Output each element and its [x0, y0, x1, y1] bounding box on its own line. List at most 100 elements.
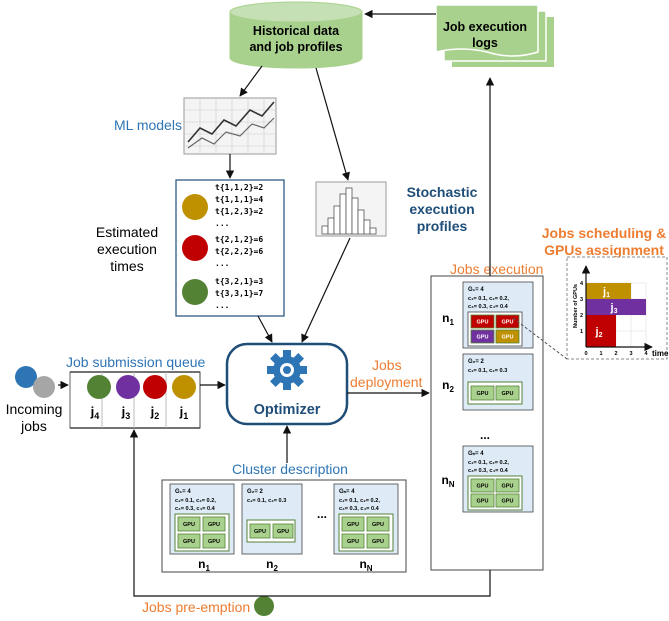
exec-node-2-g: G₂= 2	[468, 359, 485, 365]
exec-node-3-c1: c₁= 0.1, c₂= 0.2,	[468, 460, 509, 466]
optimizer-box: Optimizer	[225, 342, 349, 426]
exec-time-3-2: t{3,3,1}=7	[215, 289, 263, 298]
gantt-bar-j1	[586, 283, 631, 299]
cluster-gpu-3-2-label: GPU	[372, 522, 384, 528]
cluster-gpu-1-1-label: GPU	[183, 522, 195, 528]
gantt-xtick-4: 4	[644, 351, 648, 357]
cluster-gpu-2-1-label: GPU	[254, 529, 266, 535]
arrow-db-to-stochastic	[315, 67, 350, 181]
cluster-node-3-c1: c₁= 0.1, c₂= 0.2,	[339, 498, 380, 504]
cluster-node-3-g: Gₙ= 4	[339, 489, 355, 495]
execution-box: G₁= 4c₁= 0.1, c₂= 0.2,c₃= 0.3, c₄= 0.4n1…	[430, 275, 544, 571]
exec-gpu-3-2	[495, 478, 520, 493]
cluster-gpu-1-2	[202, 516, 226, 532]
historical-data-db: Historical data and job profiles	[229, 1, 363, 69]
incoming-job-gray	[33, 376, 55, 398]
arrow-db-to-ml	[239, 65, 263, 97]
exec-gpu-3-3-label: GPU	[477, 499, 489, 505]
job-execution-logs: Job execution logs	[435, 4, 554, 67]
job3-circle	[182, 279, 208, 305]
stochastic-profiles-label: Stochastic execution profiles	[407, 184, 478, 234]
cluster-gpu-2-1	[249, 523, 271, 539]
cluster-gpu-2-2-label: GPU	[277, 529, 289, 535]
cluster-node-1-c2: c₃= 0.3, c₄= 0.4	[175, 506, 216, 512]
cluster-gpu-3-1-label: GPU	[347, 522, 359, 528]
queue-job-1: j1	[172, 375, 196, 421]
gantt-bar-j2	[586, 315, 616, 347]
svg-text:j4: j4	[90, 404, 100, 421]
cluster-node-2-name: n2	[266, 557, 278, 573]
queue-job-2: j2	[143, 375, 167, 421]
exec-gpu-3-1-label: GPU	[477, 484, 489, 490]
exec-gpu-1-4-label: GPU	[502, 335, 514, 341]
cluster-gpu-1-3-label: GPU	[183, 539, 195, 545]
gantt-xtick-1: 1	[599, 351, 602, 357]
preemption-label: Jobs pre-emption	[142, 599, 250, 615]
gantt-bar-j2-label: j2	[595, 326, 603, 339]
exec-gpu-1-3-label: GPU	[477, 335, 489, 341]
exec-gpu-2-2-label: GPU	[502, 391, 514, 397]
exec-time-1-4: ...	[215, 219, 229, 228]
exec-node-3-name: nN	[441, 473, 454, 489]
line-chart-icon	[183, 97, 277, 155]
cluster-title: Cluster description	[232, 461, 348, 477]
incoming-jobs: Incoming jobs	[6, 366, 63, 434]
gantt-bar-j3	[586, 299, 646, 315]
exec-gpu-1-2-label: GPU	[502, 320, 514, 326]
historical-db-line2: and job profiles	[249, 40, 342, 54]
cluster-gpu-3-1	[341, 516, 365, 532]
exec-time-2-2: t{2,2,2}=6	[215, 247, 263, 256]
estimated-times-label: Estimated execution times	[96, 224, 158, 274]
queue-job-3: j3	[116, 375, 140, 421]
arrow-times-to-optimizer	[257, 315, 273, 343]
gantt-bar-j1-label: j1	[602, 286, 610, 299]
estimated-line1: Estimated	[96, 224, 158, 240]
exec-time-2-3: ...	[215, 259, 229, 268]
estimated-line3: times	[110, 258, 143, 274]
incoming-line1: Incoming	[6, 401, 63, 417]
cluster-gpu-3-4-label: GPU	[372, 539, 384, 545]
cluster-node-2-c1: c₁= 0.1, c₂= 0.3	[247, 498, 286, 504]
cluster-gpu-3-2	[366, 516, 390, 532]
exec-node-1-c1: c₁= 0.1, c₂= 0.2,	[468, 296, 509, 302]
cluster-node-3-name: nN	[359, 557, 372, 573]
job-logs-line2: logs	[472, 36, 498, 50]
gantt-ytick-4: 4	[580, 281, 584, 287]
arrow-stochastic-to-optimizer	[301, 237, 351, 343]
incoming-line2: jobs	[20, 418, 47, 434]
scheduling-line2: GPUs assignment	[544, 242, 664, 258]
cluster-gpu-3-3-label: GPU	[347, 539, 359, 545]
gantt-xtick-2: 2	[614, 351, 617, 357]
exec-time-1-3: t{1,2,3}=2	[215, 207, 263, 216]
exec-gpu-3-3	[470, 493, 495, 508]
exec-node-1-name: n1	[442, 311, 454, 327]
cluster-gpu-1-3	[177, 533, 201, 549]
gantt-xtick-0: 0	[584, 351, 587, 357]
job1-circle	[182, 194, 208, 220]
svg-text:j2: j2	[150, 404, 160, 421]
exec-time-1-2: t{1,1,1}=4	[215, 195, 263, 204]
ml-models-label: ML models	[114, 117, 182, 133]
exec-gpu-3-4-label: GPU	[502, 499, 514, 505]
gantt-ylabel: Number of GPUs	[573, 284, 579, 328]
job2-circle	[182, 235, 208, 261]
histogram-icon	[315, 181, 387, 237]
svg-text:j3: j3	[121, 404, 131, 421]
historical-db-line1: Historical data	[253, 24, 340, 38]
stochastic-line1: Stochastic	[407, 184, 478, 200]
gantt-ytick-2: 2	[580, 313, 583, 319]
exec-gpu-1-3	[470, 329, 495, 344]
gantt-ytick-3: 3	[580, 297, 583, 303]
job-queue: j4 j3 j2 j1	[69, 371, 201, 429]
cluster-node-1-c1: c₁= 0.1, c₂= 0.2,	[175, 498, 216, 504]
execution-dots: ...	[480, 428, 490, 442]
execution-times-box: t{1,1,2}=2 t{1,1,1}=4 t{1,2,3}=2 ... t{2…	[175, 179, 285, 317]
exec-gpu-2-2	[495, 385, 520, 401]
exec-node-2-c1: c₁= 0.1, c₂= 0.3	[468, 368, 507, 374]
exec-gpu-2-1-label: GPU	[477, 391, 489, 397]
execution-title: Jobs execution	[450, 261, 543, 277]
queue-title: Job submission queue	[66, 354, 206, 370]
exec-node-3-c2: c₃= 0.3, c₄= 0.4	[468, 468, 509, 474]
